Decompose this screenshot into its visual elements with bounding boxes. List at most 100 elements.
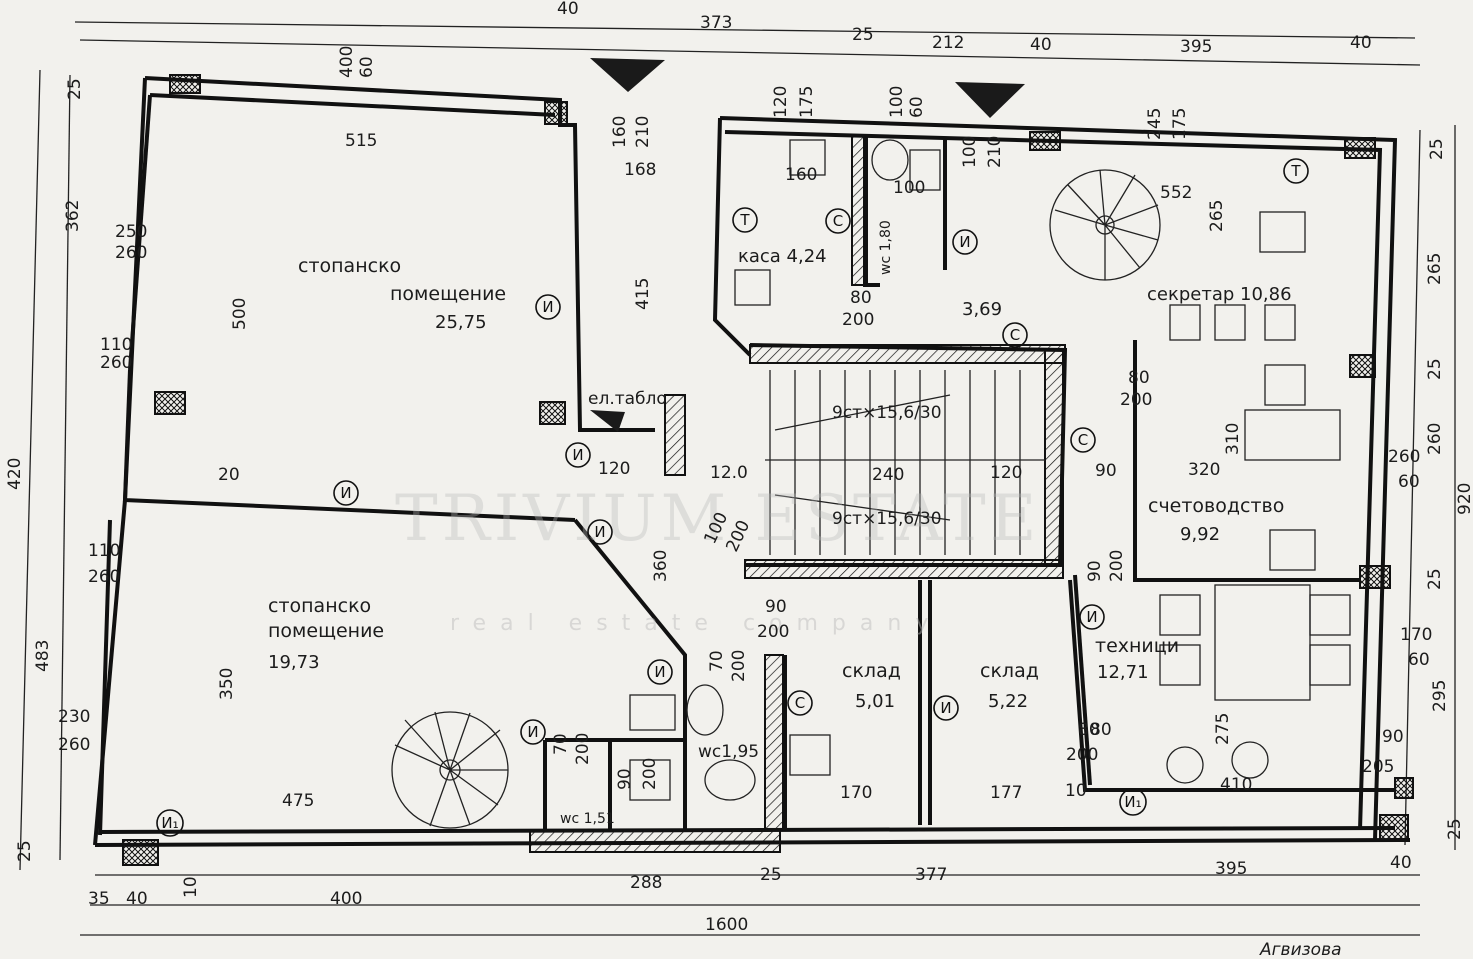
- dim-right-7: 25: [1445, 818, 1465, 840]
- dim-right-2: 25: [1425, 358, 1445, 380]
- dim-int-15: 120: [598, 459, 630, 479]
- marker-i: И: [933, 695, 959, 721]
- svg-text:80: 80: [850, 288, 872, 308]
- dim-bottom-1: 40: [126, 889, 148, 909]
- marker-i: И: [1079, 604, 1105, 630]
- dim-int-21: 20: [218, 465, 240, 485]
- dim-top-1: 373: [700, 13, 732, 33]
- room-labels: стопанско помещение 25,75 стопанско поме…: [268, 220, 1292, 827]
- svg-text:80: 80: [1128, 368, 1150, 388]
- room1-name-1: стопанско: [298, 255, 401, 277]
- svg-text:200: 200: [1066, 745, 1098, 765]
- svg-text:200: 200: [1120, 390, 1152, 410]
- dim-int-0: 515: [345, 131, 377, 151]
- dim-int-12: 240: [872, 465, 904, 485]
- svg-text:Т: Т: [739, 211, 750, 229]
- svg-text:С: С: [795, 694, 805, 712]
- columns: [122, 74, 1414, 866]
- svg-text:400: 400: [337, 46, 357, 78]
- sekretar-label: секретар 10,86: [1147, 284, 1292, 305]
- svg-text:230: 230: [58, 707, 90, 727]
- vent-triangle-icon: [955, 82, 1025, 118]
- svg-text:60: 60: [1398, 472, 1420, 492]
- dim-int-2: 415: [633, 278, 653, 310]
- right-dimensions: 25 265 25 260 920 25 295 25: [1425, 138, 1473, 840]
- hall-area: 3,69: [962, 299, 1002, 320]
- dim-int-5: 360: [651, 550, 671, 582]
- schetovodstvo-area: 9,92: [1180, 524, 1220, 545]
- marker-t: Т: [1283, 158, 1309, 184]
- dim-int-14: 12.0: [710, 463, 748, 483]
- dim-total: 1600: [705, 915, 748, 935]
- svg-text:И: И: [959, 233, 970, 251]
- spiral-stair-left: [391, 711, 509, 829]
- svg-text:И: И: [654, 663, 665, 681]
- marker-i: И: [587, 519, 613, 545]
- dim-bottom-8: 40: [1390, 853, 1412, 873]
- dim-int-24: 10: [1065, 781, 1087, 801]
- svg-text:С: С: [1078, 431, 1088, 449]
- svg-text:260: 260: [88, 567, 120, 587]
- interior-walls: [529, 134, 1395, 853]
- marker-s: С: [825, 208, 851, 234]
- marker-i: И: [952, 229, 978, 255]
- svg-text:175: 175: [1170, 108, 1190, 140]
- el-panel-icon: [590, 410, 625, 432]
- dim-top-0: 40: [557, 0, 579, 19]
- dim-right-4: 920: [1455, 483, 1473, 515]
- marker-i: И: [333, 480, 359, 506]
- svg-text:И: И: [527, 723, 538, 741]
- dim-right-3: 260: [1425, 423, 1445, 455]
- svg-text:100: 100: [960, 136, 980, 168]
- dim-top-5: 395: [1180, 37, 1212, 57]
- dim-int-22: 177: [990, 783, 1022, 803]
- room2-area: 19,73: [268, 652, 320, 673]
- svg-text:245: 245: [1145, 108, 1165, 140]
- stair-label-lower: 9ст×15,6/30: [832, 509, 942, 529]
- svg-text:С: С: [833, 212, 843, 230]
- svg-text:80: 80: [1078, 720, 1100, 740]
- dim-right-1: 265: [1425, 253, 1445, 285]
- dim-left-3: 483: [33, 640, 53, 672]
- room2-name-1: стопанско: [268, 595, 371, 617]
- sklad1-name: склад: [842, 660, 901, 682]
- wc2-label: wc1,95: [698, 742, 759, 762]
- main-stair: [765, 370, 1045, 555]
- marker-s: С: [787, 690, 813, 716]
- dim-top-4: 40: [1030, 35, 1052, 55]
- bottom-dimensions: 35 40 400 10 288 25 377 395 40 1600: [88, 853, 1412, 935]
- schetovodstvo-name: счетоводство: [1148, 495, 1284, 517]
- marker-i: И: [520, 719, 546, 745]
- svg-text:210: 210: [633, 116, 653, 148]
- dim-int-3: 350: [217, 668, 237, 700]
- svg-text:90: 90: [1382, 727, 1404, 747]
- dim-left-1: 362: [63, 200, 83, 232]
- tehnici-name: техници: [1095, 635, 1179, 657]
- dim-int-16: 90: [1095, 461, 1117, 481]
- dim-left-4: 25: [15, 840, 35, 862]
- kasa-label: каса 4,24: [738, 246, 827, 267]
- dim-right-0: 25: [1427, 138, 1447, 160]
- dim-left-2: 420: [5, 458, 25, 490]
- watermark-title: TRIVIUM ESTATE: [395, 482, 1040, 556]
- svg-text:110: 110: [88, 541, 120, 561]
- dim-int-20: 170: [840, 783, 872, 803]
- dim-top-6: 40: [1350, 33, 1372, 53]
- svg-text:И₁: И₁: [161, 814, 178, 832]
- svg-text:90: 90: [765, 597, 787, 617]
- dim-int-8: 100: [893, 178, 925, 198]
- svg-text:110: 110: [100, 335, 132, 355]
